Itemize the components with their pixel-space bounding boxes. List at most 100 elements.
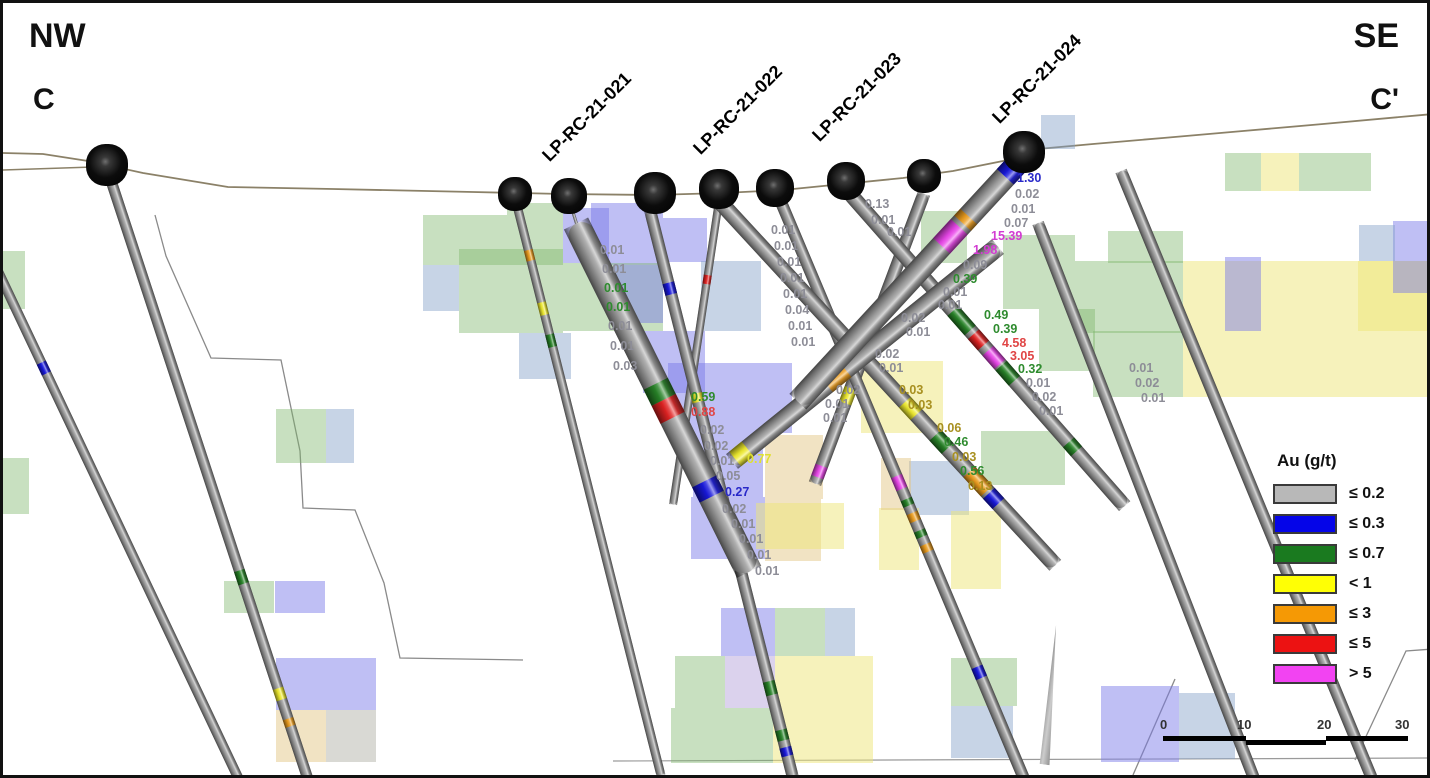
- assay-value: 0.01: [604, 281, 629, 295]
- scale-bar-segment: [1326, 736, 1408, 741]
- assay-value: 0.02: [836, 383, 861, 397]
- assay-interval-green: [775, 728, 790, 743]
- assay-value: 0.01: [771, 223, 796, 237]
- geology-block: [3, 458, 29, 514]
- legend-swatch: [1273, 634, 1337, 654]
- drill-collar: [498, 177, 532, 211]
- scale-bar-tick: 10: [1237, 717, 1252, 732]
- assay-value: 0.01: [747, 548, 772, 562]
- drill-collar: [699, 169, 739, 209]
- geology-block: [775, 608, 825, 656]
- assay-value: 0.09: [963, 258, 988, 272]
- geology-block: [1273, 331, 1427, 397]
- assay-value: 0.01: [739, 532, 764, 546]
- assay-interval-red: [702, 274, 712, 285]
- assay-interval-orange: [282, 716, 296, 728]
- section-line-label-c-prime: C': [1370, 83, 1399, 116]
- drill-collar: [551, 178, 587, 214]
- geology-block: [756, 503, 844, 549]
- cylinder-highlight: [3, 262, 248, 775]
- drill-collar: [634, 172, 676, 214]
- drill-trace-hole-left-edge: [3, 262, 248, 775]
- hole-id-label: LP-RC-21-023: [808, 48, 906, 146]
- assay-value: 0.01: [777, 255, 802, 269]
- assay-value: 0.04: [785, 303, 810, 317]
- assay-value: 0.13: [968, 479, 993, 493]
- legend-row: ≤ 0.7: [1259, 539, 1419, 569]
- section-direction-nw: NW: [29, 17, 86, 55]
- section-line-label-c: C: [33, 83, 55, 116]
- hole-id-label: LP-RC-21-022: [689, 61, 787, 159]
- scale-bar-segment: [1163, 736, 1246, 741]
- geology-block: [1299, 153, 1371, 191]
- drill-collar: [86, 144, 128, 186]
- hole-id-label: LP-RC-21-024: [988, 30, 1086, 128]
- scale-bar-tick: 0: [1160, 717, 1168, 732]
- assay-value: 0.01: [606, 300, 631, 314]
- drill-collar: [756, 169, 794, 207]
- legend-row: ≤ 3: [1259, 599, 1419, 629]
- legend-label: ≤ 0.7: [1349, 545, 1385, 562]
- geology-block: [775, 656, 873, 708]
- geology-block: [326, 409, 354, 463]
- assay-value: 0.13: [865, 197, 890, 211]
- legend-row: ≤ 0.3: [1259, 509, 1419, 539]
- assay-value: 1.30: [1017, 171, 1042, 185]
- assay-value: 0.01: [825, 397, 850, 411]
- assay-value: 1.98: [973, 243, 998, 257]
- geology-block: [671, 708, 773, 763]
- geology-block: [423, 265, 459, 311]
- geology-block: [1359, 225, 1395, 261]
- assay-interval-blue: [662, 281, 678, 296]
- assay-value: 0.02: [1032, 390, 1057, 404]
- geology-block: [423, 215, 507, 265]
- drill-collar: [827, 162, 865, 200]
- legend-row: > 5: [1259, 659, 1419, 689]
- legend-label: ≤ 3: [1349, 605, 1372, 622]
- assay-value: 0.06: [937, 421, 962, 435]
- geology-block: [1225, 257, 1261, 331]
- assay-value: 0.02: [700, 423, 725, 437]
- assay-interval-magenta: [811, 463, 828, 480]
- geology-block: [1101, 686, 1179, 762]
- assay-value: 0.56: [960, 464, 985, 478]
- assay-value: 0.01: [879, 361, 904, 375]
- drill-trace-sliver: [1029, 624, 1074, 766]
- scale-bar-segment: [1246, 740, 1326, 745]
- assay-value: 0.01: [600, 243, 625, 257]
- assay-value: 0.01: [887, 225, 912, 239]
- assay-interval-blue: [779, 745, 794, 758]
- assay-value: 0.01: [1141, 391, 1166, 405]
- drill-collar: [907, 159, 941, 193]
- assay-value: 0.01: [1129, 361, 1154, 375]
- assay-value: 0.03: [899, 383, 924, 397]
- assay-legend: Au (g/t) ≤ 0.2≤ 0.3≤ 0.7< 1≤ 3≤ 5> 5: [1259, 451, 1419, 689]
- geology-block: [951, 511, 1001, 589]
- legend-row: < 1: [1259, 569, 1419, 599]
- legend-label: ≤ 0.2: [1349, 485, 1385, 502]
- legend-label: > 5: [1349, 665, 1372, 682]
- assay-value: 0.07: [1004, 216, 1029, 230]
- assay-value: 0.01: [1026, 376, 1051, 390]
- assay-value: 0.02: [1135, 376, 1160, 390]
- assay-value: 0.02: [704, 439, 729, 453]
- legend-swatch: [1273, 514, 1337, 534]
- assay-value: 0.01: [1011, 202, 1036, 216]
- assay-interval-blue: [36, 360, 51, 376]
- assay-value: 0.49: [984, 308, 1009, 322]
- assay-interval-green: [1062, 436, 1082, 456]
- geology-block: [1261, 153, 1299, 191]
- drill-collar: [1003, 131, 1045, 173]
- geology-block: [326, 658, 376, 710]
- assay-value: 0.02: [1015, 187, 1040, 201]
- assay-value: 4.58: [1002, 336, 1027, 350]
- assay-value: 0.02: [901, 311, 926, 325]
- assay-value: 0.01: [710, 454, 735, 468]
- geology-block: [825, 608, 855, 656]
- assay-value: 0.77: [747, 452, 772, 466]
- geology-block: [1041, 115, 1075, 149]
- assay-value: 0.01: [608, 319, 633, 333]
- topography-line-2: [3, 166, 94, 171]
- assay-value: 0.39: [953, 272, 978, 286]
